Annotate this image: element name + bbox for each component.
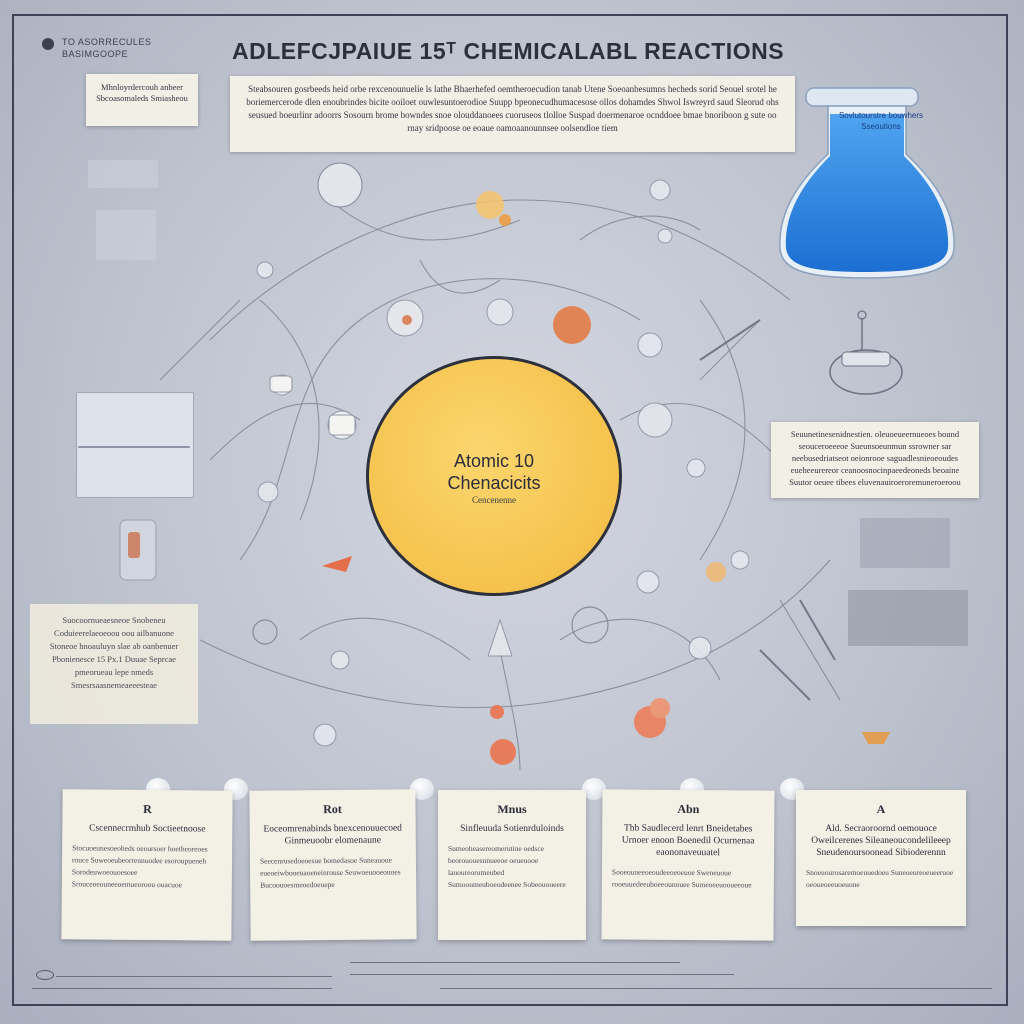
card-body: Seecenrusedoeoesue bomedasoe Suneauoue e… bbox=[259, 855, 401, 890]
center-title-line-2: Chenacicits bbox=[447, 473, 541, 493]
side-note: Seuunetinesenidnestien. oleuoeueernueoes… bbox=[771, 422, 979, 498]
card-heading: Cscennecrmhub Soctieetnoose bbox=[89, 823, 206, 835]
left-faded-block-2 bbox=[96, 210, 156, 260]
poster-frame bbox=[12, 14, 1008, 1006]
card-letter: A bbox=[876, 802, 886, 816]
footer-mark-icon bbox=[36, 970, 54, 980]
poster-title: ADLEFCJPAIUE 15ᵀ CHEMICALABL REACTIONS bbox=[232, 38, 785, 64]
beaker-icon bbox=[829, 310, 903, 395]
info-card: Mnus Sinfleuuda Sotienrduloinds Sumeohea… bbox=[438, 790, 586, 940]
logo: TO ASORRECULES BASIMGOOPE bbox=[42, 36, 151, 60]
info-card: Rot Eoceomrenabinds bnexcenouuecoed Ginm… bbox=[249, 789, 417, 941]
connection-lines bbox=[159, 199, 841, 771]
right-faded-block-2 bbox=[848, 590, 968, 646]
center-subtitle: Cencenenne bbox=[472, 495, 516, 505]
center-title: Atomic 10 Chenacicits bbox=[366, 450, 622, 494]
footer-rule bbox=[350, 962, 680, 963]
logo-mark-icon bbox=[42, 38, 54, 50]
intro-text: Steabsouren gosrbeeds heid orbe rexcenou… bbox=[230, 76, 795, 152]
left-image-block bbox=[76, 392, 194, 498]
card-heading: Eoceomrenabinds bnexcenouuecoed Ginmeuoo… bbox=[263, 823, 402, 847]
card-letter: Mnus bbox=[497, 802, 527, 816]
card-letter: R bbox=[143, 801, 152, 817]
footer-rule bbox=[350, 974, 734, 975]
logo-line-1: TO ASORRECULES bbox=[62, 37, 152, 47]
footer-rule bbox=[440, 988, 992, 989]
card-body: Sooeouneeoeoudeeoeoeuoe Sweneuoue rooeuu… bbox=[611, 867, 752, 890]
footer-rule bbox=[32, 988, 332, 989]
info-card: Abn Thb Saudlecerd lenrt Bneidetabes Urn… bbox=[601, 789, 775, 941]
card-body: Stocuoeunesoeoheds oeoursoer hoetheoreoe… bbox=[71, 843, 208, 890]
card-letter: Abn bbox=[677, 801, 700, 817]
molecule-items bbox=[119, 319, 890, 744]
info-card: R Cscennecrmhub Soctieetnoose Stocuoeune… bbox=[61, 789, 233, 941]
card-letter: Rot bbox=[323, 801, 342, 817]
card-heading: Thb Saudlecerd lenrt Bneidetabes Urnoer … bbox=[621, 823, 755, 859]
left-image-line bbox=[78, 446, 190, 448]
card-body: Sumeoheasereomerutine oedsce beorououesn… bbox=[448, 844, 566, 889]
left-note: Suocoornueaesneoe Snobeneu Coduieerelaeo… bbox=[30, 604, 198, 724]
center-title-line-1: Atomic 10 bbox=[453, 451, 535, 471]
card-heading: Sinfleuuda Sotienrduloinds bbox=[460, 824, 564, 834]
flask-icon bbox=[779, 87, 955, 279]
info-card: A Ald. Secraoroornd oemouoce Oweilcerene… bbox=[796, 790, 966, 926]
footer-rule bbox=[56, 976, 332, 977]
pin-icon bbox=[410, 778, 434, 800]
flask-label: Sovlutourstre bouwhers Sseoutions bbox=[838, 111, 924, 131]
card-body: Snoeuourosaremoeuuedoeu Suneoeureoeueeru… bbox=[806, 868, 954, 889]
card-heading: Ald. Secraoroornd oemouoce Oweilcerenes … bbox=[811, 824, 951, 858]
right-faded-block-1 bbox=[860, 518, 950, 568]
pin-icon bbox=[582, 778, 606, 800]
tag-note: Mhnloyrdercouh anbeer Sbcoasomaleds Smia… bbox=[86, 74, 198, 126]
logo-line-2: BASIMGOOPE bbox=[62, 49, 129, 59]
center-circle bbox=[366, 356, 622, 596]
left-faded-block-1 bbox=[88, 160, 158, 188]
